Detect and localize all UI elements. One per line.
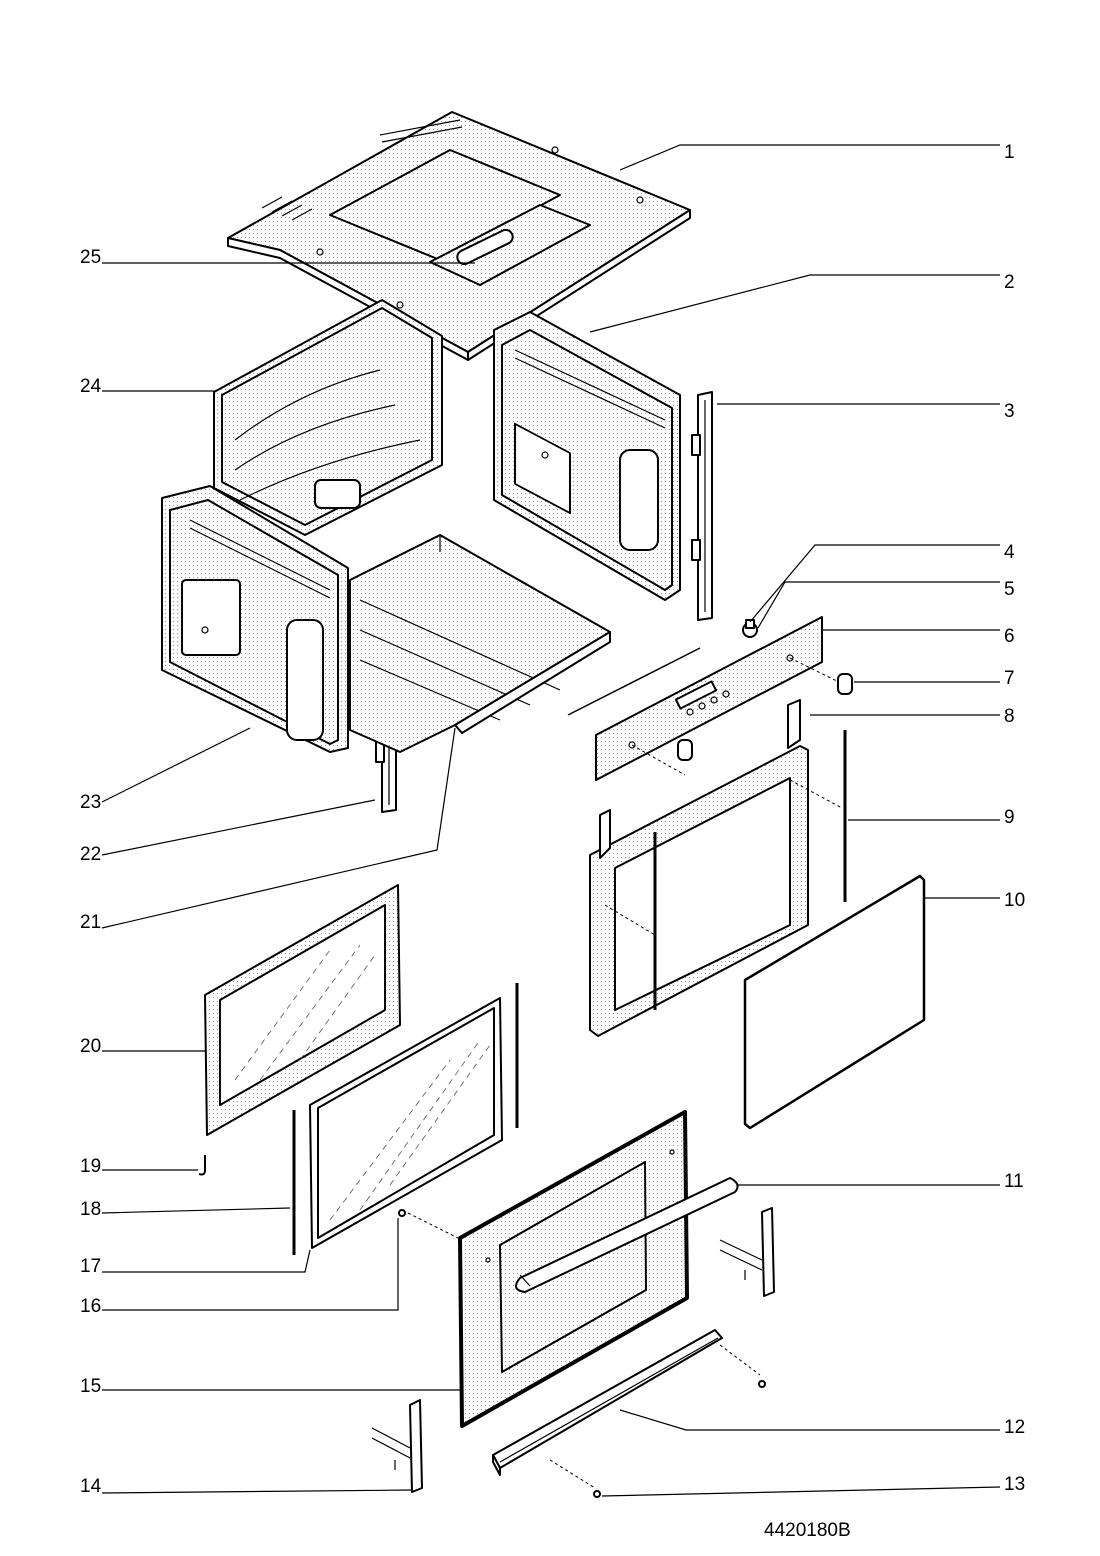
clip-part [198, 1155, 206, 1176]
callout-21: 21 [80, 912, 101, 933]
callout-3: 3 [1004, 401, 1015, 422]
bottom-panel-part [349, 534, 611, 753]
inner-glass-part [743, 874, 926, 1130]
callout-2: 2 [1004, 272, 1015, 293]
knob-part [742, 619, 758, 638]
top-panel-part [227, 111, 691, 361]
drawing-code: 4420180B [764, 1520, 851, 1541]
back-inner-panel-part [213, 299, 443, 536]
callout-leaders-right [589, 144, 1001, 1497]
callout-14: 14 [80, 1476, 102, 1497]
right-side-panel-part [493, 311, 681, 601]
callout-22: 22 [80, 844, 101, 865]
knob-cap-part [677, 673, 853, 761]
door-handle-part [515, 1177, 739, 1293]
callout-23: 23 [80, 792, 101, 813]
callout-8: 8 [1004, 706, 1015, 727]
screw-part [398, 1209, 766, 1498]
callout-12: 12 [1004, 1417, 1025, 1438]
callout-1: 1 [1004, 142, 1015, 163]
callout-25: 25 [80, 247, 101, 268]
callout-13: 13 [1004, 1474, 1025, 1495]
outer-glass-part [309, 997, 503, 1249]
door-frame-part [589, 699, 843, 1037]
callout-17: 17 [80, 1256, 101, 1277]
callout-20: 20 [80, 1036, 101, 1057]
callout-11: 11 [1004, 1171, 1024, 1192]
left-side-panel-part [161, 485, 349, 753]
callout-16: 16 [80, 1296, 101, 1317]
right-runner-part [691, 391, 713, 621]
hinge-part [371, 1207, 775, 1493]
callout-19: 19 [80, 1156, 101, 1177]
callout-6: 6 [1004, 626, 1015, 647]
bottom-trim-part [492, 1329, 761, 1489]
door-seal-rod-part [653, 730, 847, 1010]
callout-labels: 1 2 3 4 5 6 7 8 9 10 11 12 13 14 15 16 1… [80, 142, 1025, 1497]
callout-15: 15 [80, 1376, 101, 1397]
control-panel-part [595, 616, 846, 781]
callout-9: 9 [1004, 807, 1015, 828]
middle-glass-frame-part [204, 884, 401, 1136]
callout-7: 7 [1004, 668, 1015, 689]
seal-strip-part [567, 647, 701, 716]
callout-24: 24 [80, 376, 102, 397]
callout-18: 18 [80, 1199, 101, 1220]
callout-4: 4 [1004, 542, 1015, 563]
callout-5: 5 [1004, 579, 1015, 600]
callout-leaders-left [101, 262, 475, 1494]
callout-10: 10 [1004, 890, 1025, 911]
glass-seal-rod-part [292, 983, 519, 1255]
